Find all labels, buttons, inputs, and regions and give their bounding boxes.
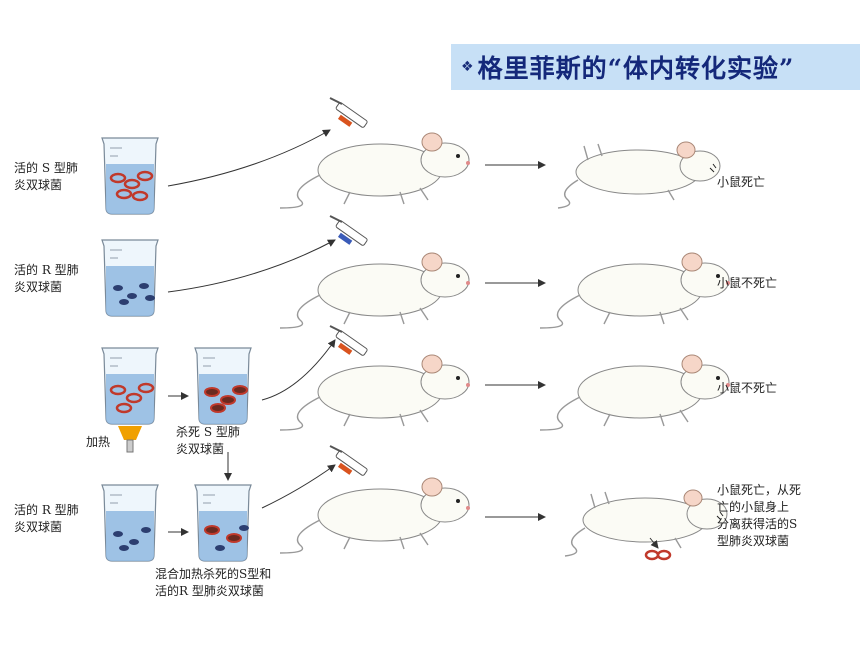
row2-result-label: 小鼠不死亡	[717, 276, 778, 290]
mouse-injected	[279, 354, 471, 431]
row2-bacteria-label: 活的 R 型肺 炎双球菌	[14, 263, 79, 294]
inject-arrow	[261, 464, 336, 509]
isolated-s-bacteria	[644, 549, 672, 561]
inject-arrow	[261, 339, 336, 401]
inject-arrow	[167, 239, 336, 293]
syringe-icon	[329, 97, 369, 130]
beaker-s-heating	[101, 347, 159, 425]
mixed-bacteria-cluster	[204, 525, 249, 551]
row-2	[101, 215, 731, 329]
row-4	[101, 445, 728, 562]
r-bacteria-cluster	[113, 283, 155, 305]
s-bacteria-cluster	[109, 382, 155, 414]
page-title: 格里菲斯的“体内转化实验”	[477, 54, 795, 83]
mouse-injected	[279, 132, 471, 209]
row-1	[101, 97, 721, 215]
dead-mouse	[564, 489, 728, 557]
row4-bacteria-label: 活的 R 型肺 炎双球菌	[14, 503, 79, 534]
inject-arrow	[167, 129, 331, 187]
row3-heat-label: 加热	[86, 435, 111, 449]
row3-result-label: 小鼠不死亡	[717, 381, 778, 395]
row3-killed-label: 杀死 S 型肺 炎双球菌	[176, 425, 240, 456]
s-bacteria-cluster	[109, 170, 154, 202]
griffith-experiment-figure: 活的 S 型肺 炎双球菌 小鼠死亡 活的 R 型肺 炎双球菌 小鼠不死亡 加热 …	[0, 90, 860, 645]
title-bar: ❖ 格里菲斯的“体内转化实验”	[451, 44, 860, 90]
alive-mouse	[539, 252, 731, 329]
diamond-bullet-icon: ❖	[461, 59, 474, 75]
row4-result-label: 小鼠死亡，从死 亡的小鼠身上 分离获得活的S 型肺炎双球菌	[717, 483, 802, 548]
syringe-icon	[329, 325, 369, 358]
burner-icon	[126, 439, 134, 453]
row4-mix-label: 混合加热杀死的S型和 活的R 型肺炎双球菌	[155, 567, 272, 598]
isolate-arrow	[649, 537, 659, 549]
experiment-diagram	[101, 97, 731, 562]
row1-result-label: 小鼠死亡	[717, 175, 766, 189]
beaker-r-live	[101, 484, 159, 562]
alive-mouse	[539, 354, 731, 431]
row1-bacteria-label: 活的 S 型肺 炎双球菌	[14, 161, 78, 192]
syringe-icon	[329, 445, 369, 478]
syringe-icon	[329, 215, 369, 248]
killed-s-bacteria-cluster	[204, 385, 248, 413]
flame-icon	[118, 426, 142, 440]
mouse-injected	[279, 252, 471, 329]
row-3	[101, 325, 731, 481]
dead-mouse	[557, 141, 721, 209]
beaker-r-live	[101, 239, 159, 317]
mouse-injected	[279, 477, 471, 554]
r-bacteria-cluster	[113, 527, 151, 551]
